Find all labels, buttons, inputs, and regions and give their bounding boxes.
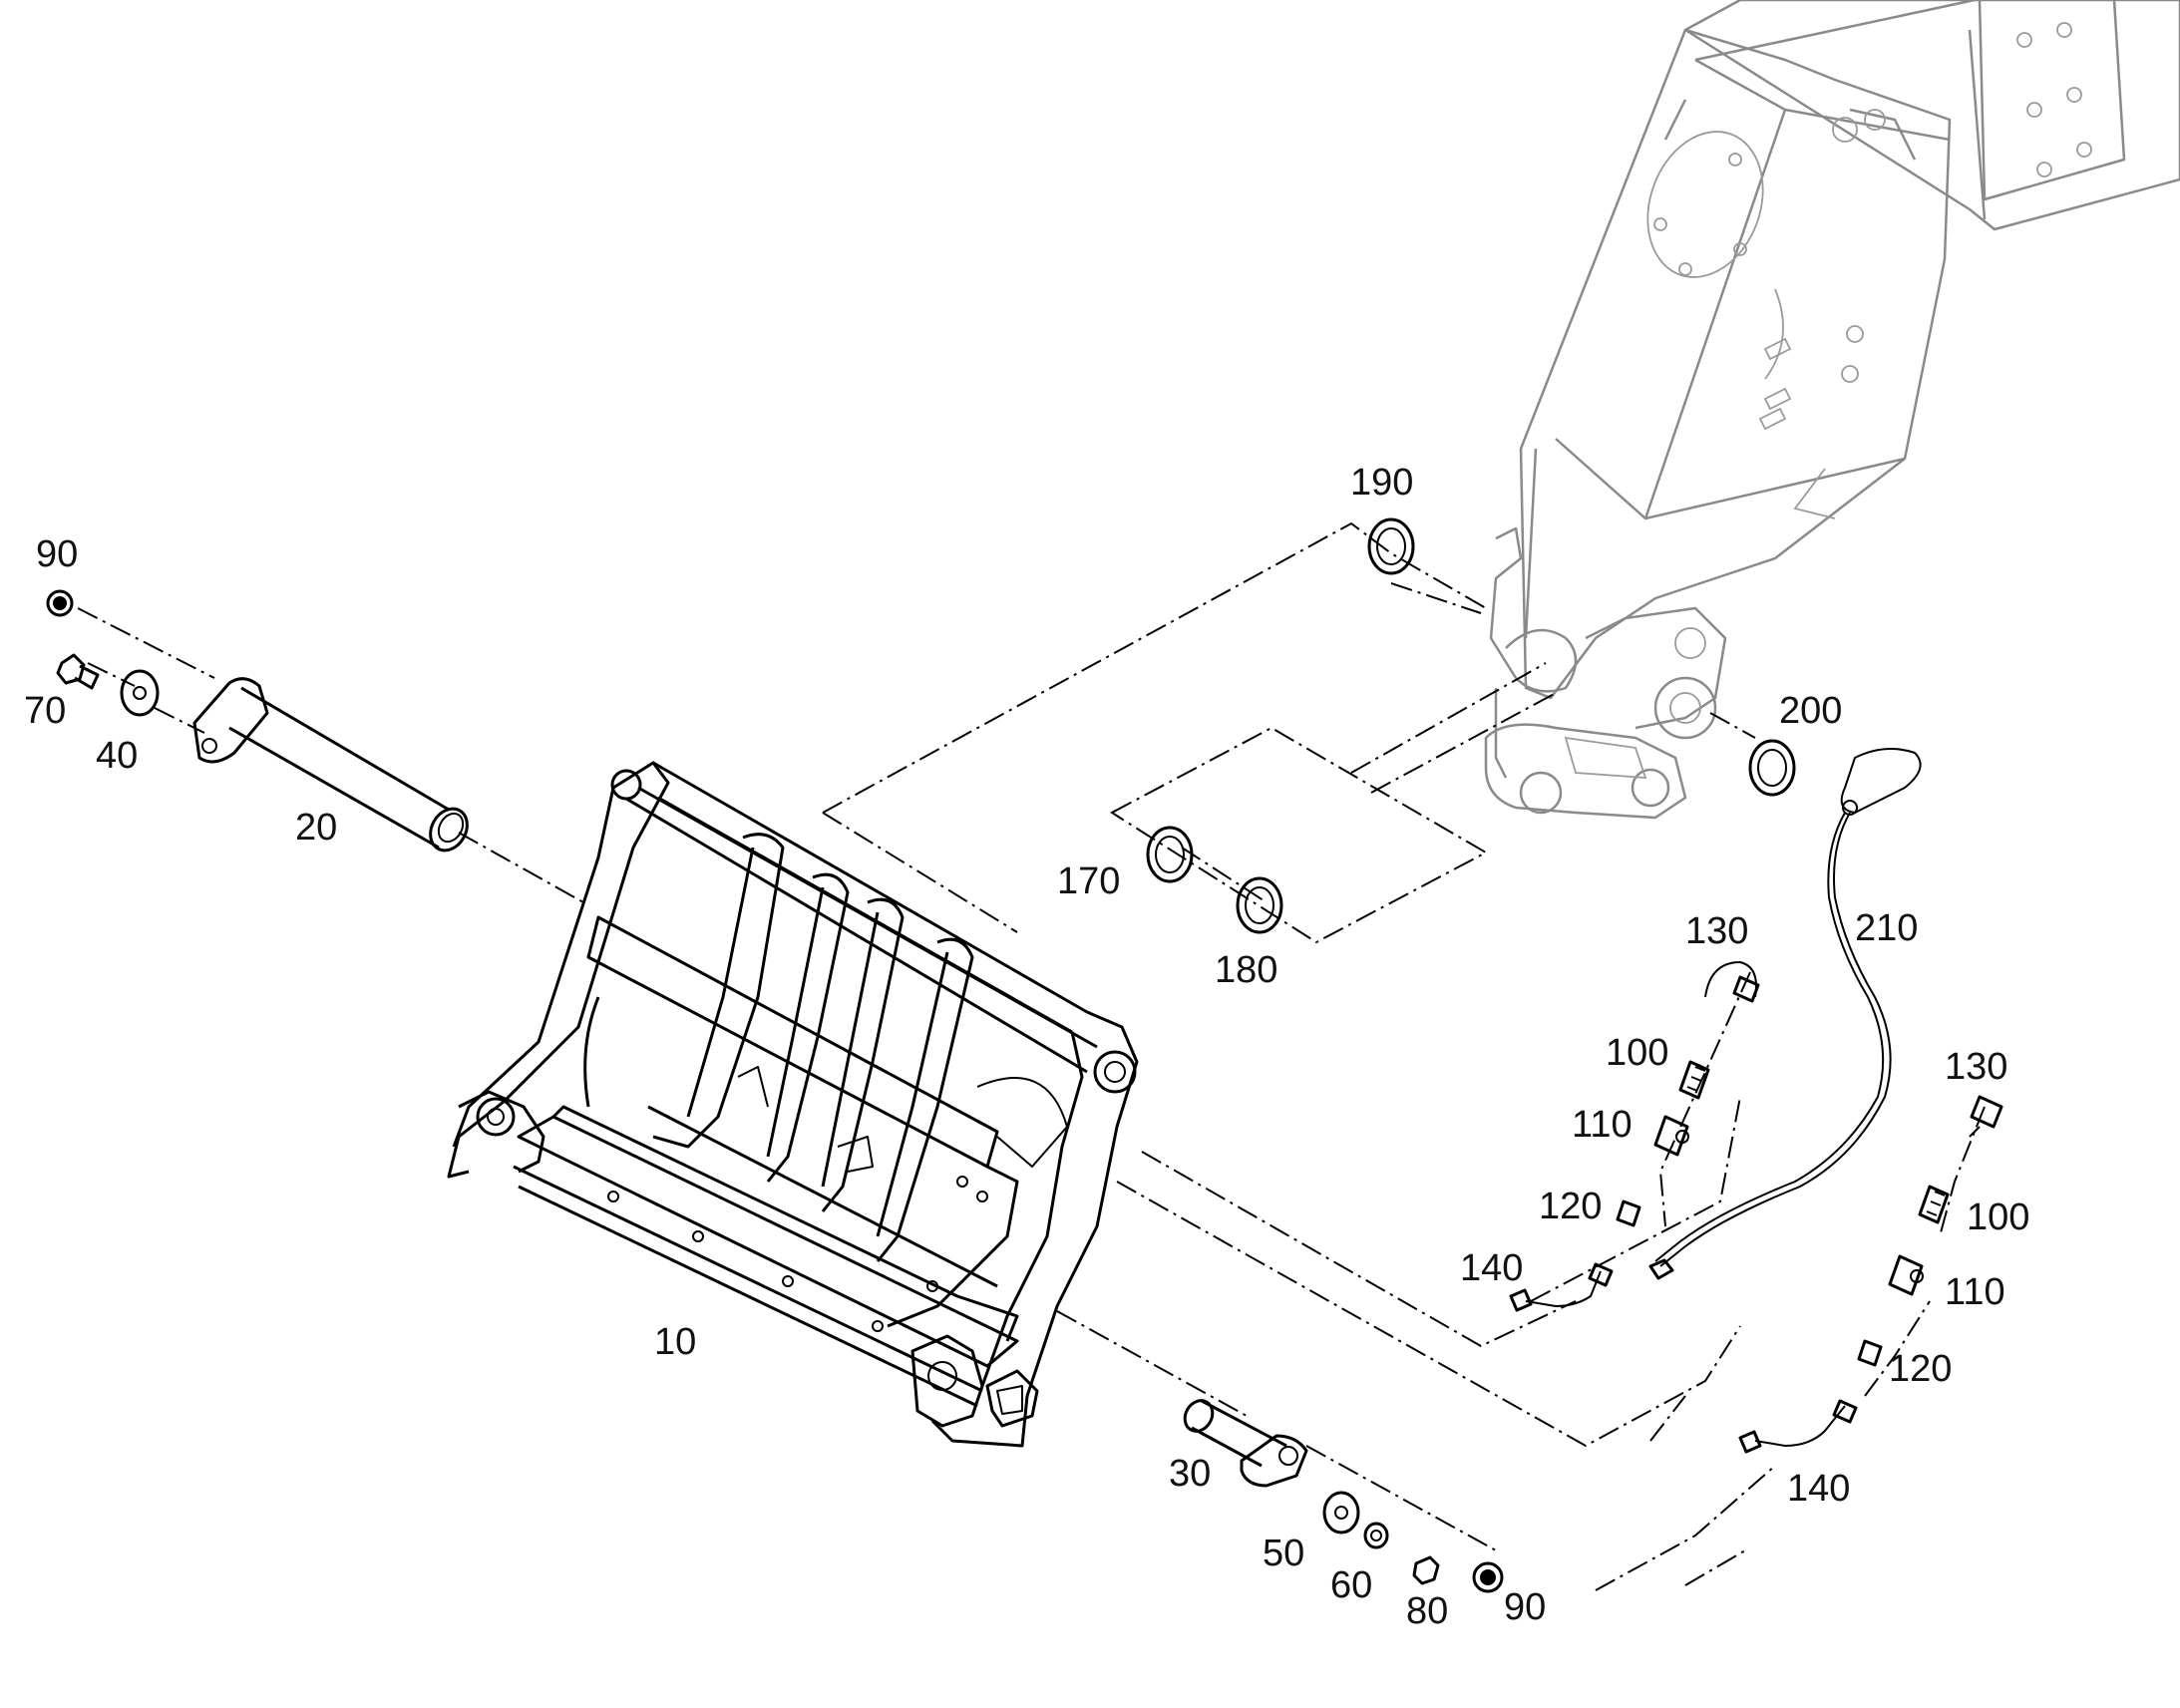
callout-10: 10 bbox=[654, 1321, 696, 1363]
callout-170: 170 bbox=[1057, 860, 1120, 902]
callout-110-right: 110 bbox=[1945, 1271, 2005, 1313]
callout-40: 40 bbox=[96, 735, 138, 777]
callout-140-left: 140 bbox=[1460, 1247, 1523, 1289]
callout-140-right: 140 bbox=[1787, 1468, 1850, 1510]
fittings-left bbox=[1509, 961, 1760, 1312]
callout-70: 70 bbox=[24, 690, 66, 732]
callout-20: 20 bbox=[295, 807, 337, 849]
callout-100-right: 100 bbox=[1967, 1196, 2029, 1238]
fittings-right bbox=[1738, 1095, 2003, 1454]
pin-20 bbox=[192, 677, 469, 853]
fasteners-left bbox=[46, 589, 160, 717]
quick-coupler-frame bbox=[447, 761, 1139, 1448]
callout-130-right: 130 bbox=[1945, 1046, 2007, 1088]
callout-120-right: 120 bbox=[1889, 1348, 1952, 1390]
callout-110-left: 110 bbox=[1572, 1104, 1633, 1146]
assembly-lines bbox=[77, 521, 1986, 1591]
hose-210 bbox=[1648, 748, 1922, 1280]
callout-180: 180 bbox=[1215, 949, 1277, 991]
loader-arm bbox=[1484, 0, 2180, 820]
callout-90-bottom: 90 bbox=[1504, 1586, 1546, 1628]
callout-80: 80 bbox=[1406, 1590, 1448, 1632]
callout-210: 210 bbox=[1855, 907, 1918, 949]
callout-200: 200 bbox=[1779, 690, 1842, 732]
callout-labels: 90 70 40 20 10 30 50 60 80 90 190 200 17… bbox=[24, 462, 2029, 1632]
callout-120-left: 120 bbox=[1539, 1186, 1602, 1227]
callout-100-left: 100 bbox=[1606, 1032, 1668, 1074]
callout-90-top: 90 bbox=[36, 533, 78, 575]
callout-190: 190 bbox=[1350, 462, 1413, 504]
rings bbox=[1146, 517, 1796, 934]
callout-30: 30 bbox=[1169, 1453, 1211, 1495]
callout-50: 50 bbox=[1263, 1533, 1304, 1574]
pin-30-set bbox=[1183, 1399, 1504, 1593]
callout-60: 60 bbox=[1330, 1564, 1372, 1606]
callout-130-left: 130 bbox=[1685, 910, 1748, 952]
